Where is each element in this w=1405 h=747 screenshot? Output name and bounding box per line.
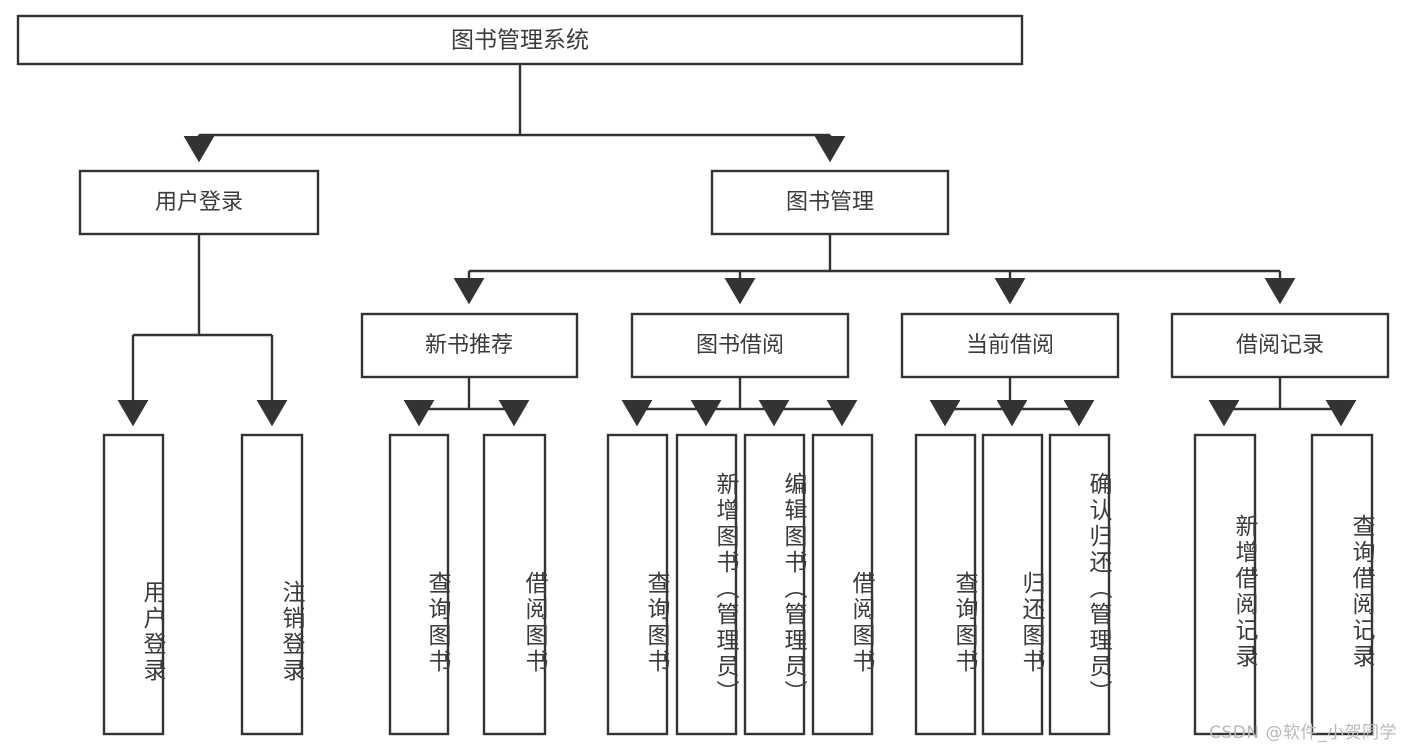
node-new-book-recommend-box (360, 312, 579, 379)
node-book-borrow-box (630, 312, 850, 379)
node-current-borrow[interactable]: 当前借阅 (900, 312, 1120, 379)
node-current-borrow-box (900, 312, 1120, 379)
leaf-box-bb-borrow-book[interactable] (811, 433, 874, 736)
leaf-box-nb-query-book[interactable] (388, 433, 450, 736)
node-new-book-recommend[interactable]: 新书推荐 (360, 312, 579, 379)
node-user-login-box (78, 169, 320, 236)
node-user-login-label: 用户登录 (155, 190, 243, 215)
leaf-box-logout[interactable] (240, 433, 304, 736)
node-borrow-record-label: 借阅记录 (1236, 333, 1324, 358)
leaf-box-bb-add-book[interactable] (675, 433, 738, 736)
leaf-box-cb-query-book[interactable] (914, 433, 977, 736)
connector-book-borrow-to-leaves (621, 377, 858, 427)
node-book-manage[interactable]: 图书管理 (710, 169, 950, 236)
node-borrow-record[interactable]: 借阅记录 (1170, 312, 1390, 379)
node-book-manage-box (710, 169, 950, 236)
leaf-box-nb-borrow-book[interactable] (482, 433, 547, 736)
leaf-box-bb-query-book[interactable] (606, 433, 669, 736)
connector-current-borrow-to-leaves (929, 377, 1095, 427)
node-user-login[interactable]: 用户登录 (78, 169, 320, 236)
node-new-book-recommend-label: 新书推荐 (425, 333, 513, 358)
node-root-label: 图书管理系统 (451, 28, 589, 54)
node-borrow-record-box (1170, 312, 1390, 379)
connector-book-manage-to-level3 (453, 234, 1296, 305)
connector-root-to-level2 (183, 64, 846, 163)
leaf-box-cb-confirm-return[interactable] (1048, 433, 1111, 736)
connector-user-login-to-leaves (117, 234, 288, 427)
connector-new-book-to-leaves (403, 377, 530, 427)
leaf-box-br-add-record[interactable] (1193, 433, 1257, 736)
node-root[interactable]: 图书管理系统 (16, 14, 1024, 66)
leaf-box-user-login[interactable] (102, 433, 165, 736)
node-book-borrow-label: 图书借阅 (696, 333, 784, 358)
node-book-manage-label: 图书管理 (786, 190, 874, 215)
leaf-box-br-query-record[interactable] (1310, 433, 1374, 736)
node-root-box (16, 14, 1024, 66)
connector-borrow-record-to-leaves (1208, 377, 1357, 427)
node-book-borrow[interactable]: 图书借阅 (630, 312, 850, 379)
leaf-box-bb-edit-book[interactable] (743, 433, 806, 736)
csdn-watermark: CSDN @软件_小贺同学 (1209, 723, 1397, 743)
leaf-box-cb-return-book[interactable] (981, 433, 1044, 736)
node-current-borrow-label: 当前借阅 (966, 333, 1054, 358)
